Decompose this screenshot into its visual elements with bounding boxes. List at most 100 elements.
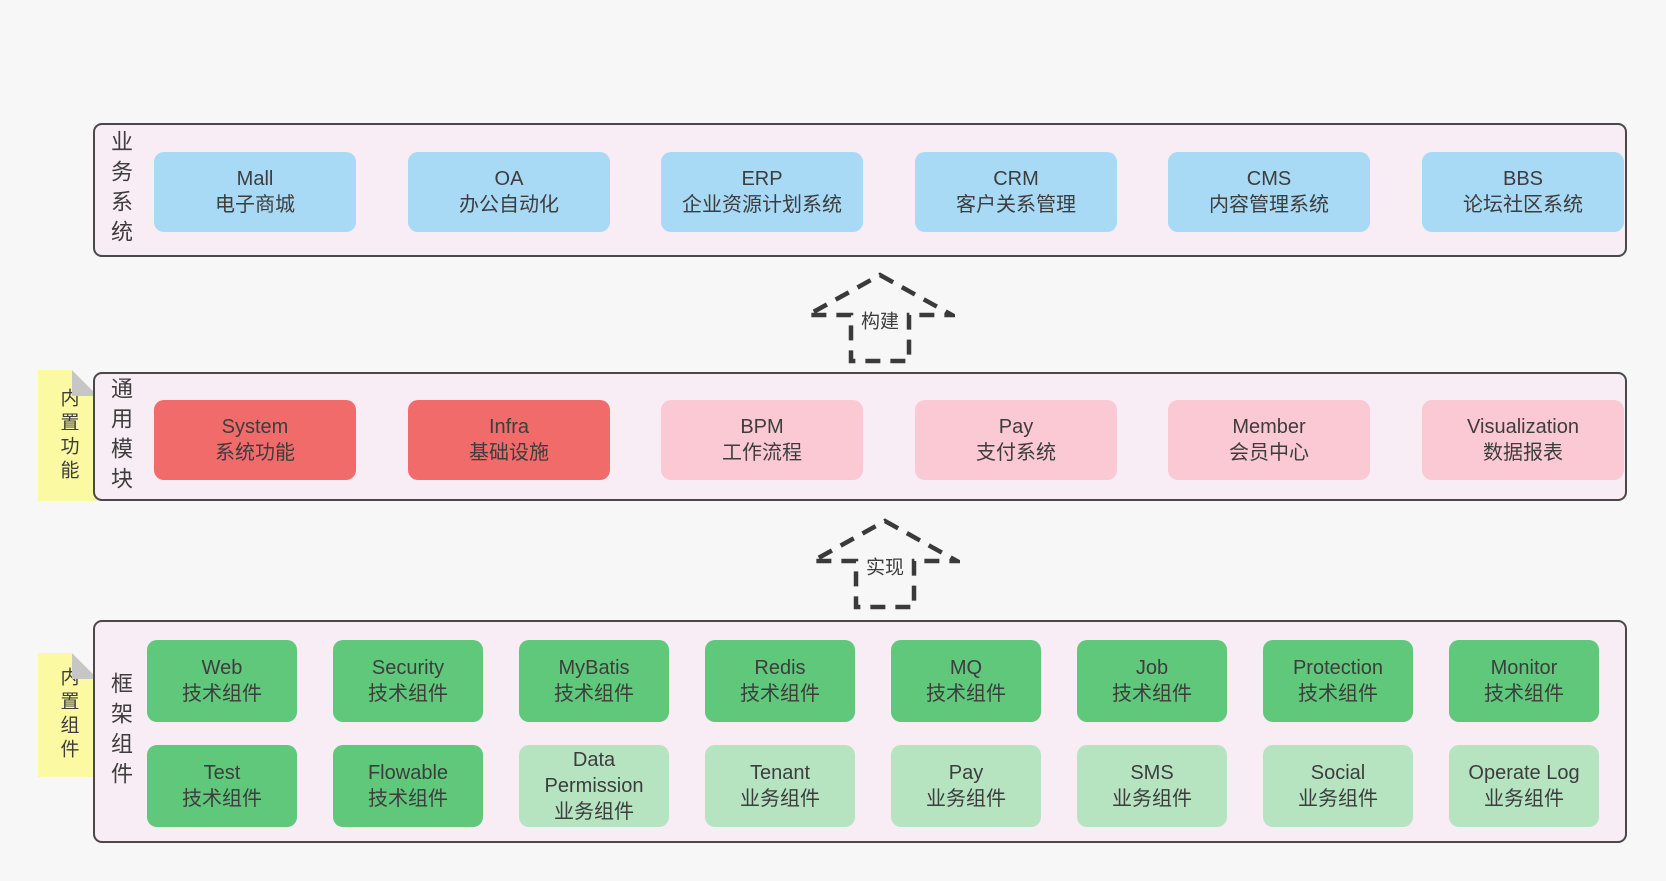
box-mq: MQ 技术组件 [891, 640, 1041, 722]
box-subtitle: 工作流程 [722, 442, 802, 464]
box-bpm: BPM 工作流程 [661, 400, 863, 480]
box-title: Infra [488, 416, 530, 438]
up-arrow-icon [810, 518, 960, 610]
box-protection: Protection 技术组件 [1263, 640, 1413, 722]
layer-label-wrap: 通用模块 [101, 374, 139, 499]
box-title: Test [203, 762, 241, 784]
box-subtitle: 内容管理系统 [1209, 194, 1329, 216]
box-social: Social 业务组件 [1263, 745, 1413, 827]
box-subtitle: 技术组件 [1112, 683, 1192, 705]
box-title: Protection [1292, 657, 1384, 679]
box-subtitle: 技术组件 [1298, 683, 1378, 705]
layer-label-wrap: 业务系统 [101, 125, 139, 255]
box-title: BPM [740, 416, 784, 438]
box-oa: OA 办公自动化 [408, 152, 610, 232]
layer-label: 通用模块 [108, 376, 133, 497]
box-title: ERP [741, 168, 783, 190]
box-title: Job [1135, 657, 1169, 679]
box-tenant: Tenant 业务组件 [705, 745, 855, 827]
box-title: Pay [998, 416, 1034, 438]
box-subtitle: 论坛社区系统 [1463, 194, 1583, 216]
box-subtitle: 技术组件 [1484, 683, 1564, 705]
box-title: System [221, 416, 289, 438]
box-data-permission: Data Permission 业务组件 [519, 745, 669, 827]
box-subtitle: 业务组件 [926, 788, 1006, 810]
box-visualization: Visualization 数据报表 [1422, 400, 1624, 480]
box-subtitle: 技术组件 [740, 683, 820, 705]
box-subtitle: 客户关系管理 [956, 194, 1076, 216]
box-subtitle: 系统功能 [215, 442, 295, 464]
box-subtitle: 业务组件 [740, 788, 820, 810]
layer-label-wrap: 框架组件 [101, 622, 139, 841]
box-test: Test 技术组件 [147, 745, 297, 827]
layer-framework-components: 框架组件 Web 技术组件 Security 技术组件 MyBatis 技术组件… [93, 620, 1627, 843]
sticky-note-built-in-features: 内置功能 [38, 370, 98, 501]
box-title: Tenant [749, 762, 811, 784]
box-subtitle: 技术组件 [554, 683, 634, 705]
box-title: Pay [948, 762, 984, 784]
box-subtitle: 技术组件 [368, 788, 448, 810]
box-redis: Redis 技术组件 [705, 640, 855, 722]
sticky-note-built-in-components: 内置组件 [38, 653, 98, 777]
arrow-label: 实现 [863, 552, 907, 580]
box-monitor: Monitor 技术组件 [1449, 640, 1599, 722]
box-flowable: Flowable 技术组件 [333, 745, 483, 827]
box-title: SMS [1130, 762, 1174, 784]
box-mybatis: MyBatis 技术组件 [519, 640, 669, 722]
box-title: MQ [949, 657, 983, 679]
box-title: Member [1232, 416, 1306, 438]
box-title: Operate Log [1468, 762, 1580, 784]
box-operate-log: Operate Log 业务组件 [1449, 745, 1599, 827]
box-title: OA [494, 168, 524, 190]
box-infra: Infra 基础设施 [408, 400, 610, 480]
box-title: MyBatis [558, 657, 630, 679]
layer-business-systems: 业务系统 Mall 电子商城 OA 办公自动化 ERP 企业资源计划系统 CRM… [93, 123, 1627, 257]
box-title: BBS [1502, 168, 1544, 190]
box-subtitle: 数据报表 [1483, 442, 1563, 464]
box-title: Mall [236, 168, 274, 190]
box-subtitle: 业务组件 [1298, 788, 1378, 810]
box-subtitle: 业务组件 [554, 801, 634, 823]
box-subtitle: 支付系统 [976, 442, 1056, 464]
box-web: Web 技术组件 [147, 640, 297, 722]
box-title: Monitor [1490, 657, 1558, 679]
box-title: Visualization [1467, 416, 1579, 438]
implement-arrow: 实现 [810, 518, 960, 610]
box-job: Job 技术组件 [1077, 640, 1227, 722]
box-title: Social [1310, 762, 1366, 784]
box-title: Flowable [367, 762, 449, 784]
box-title: Data Permission [544, 749, 644, 797]
box-subtitle: 业务组件 [1112, 788, 1192, 810]
box-cms: CMS 内容管理系统 [1168, 152, 1370, 232]
box-security: Security 技术组件 [333, 640, 483, 722]
box-title: CRM [993, 168, 1039, 190]
sticky-note-text: 内置功能 [57, 387, 79, 484]
box-bbs: BBS 论坛社区系统 [1422, 152, 1624, 232]
layer-common-modules: 通用模块 System 系统功能 Infra 基础设施 BPM 工作流程 Pay… [93, 372, 1627, 501]
box-subtitle: 会员中心 [1229, 442, 1309, 464]
box-title: Security [371, 657, 445, 679]
layer-label: 框架组件 [108, 671, 133, 792]
box-subtitle: 技术组件 [182, 788, 262, 810]
box-subtitle: 技术组件 [926, 683, 1006, 705]
box-erp: ERP 企业资源计划系统 [661, 152, 863, 232]
box-subtitle: 基础设施 [469, 442, 549, 464]
box-pay-component: Pay 业务组件 [891, 745, 1041, 827]
box-subtitle: 企业资源计划系统 [682, 194, 842, 216]
sticky-note-text: 内置组件 [57, 667, 79, 763]
up-arrow-icon [805, 272, 955, 364]
box-subtitle: 业务组件 [1484, 788, 1564, 810]
box-sms: SMS 业务组件 [1077, 745, 1227, 827]
box-pay-module: Pay 支付系统 [915, 400, 1117, 480]
box-member: Member 会员中心 [1168, 400, 1370, 480]
arrow-label: 构建 [858, 306, 902, 334]
box-title: CMS [1246, 168, 1292, 190]
box-title: Redis [754, 657, 806, 679]
box-subtitle: 技术组件 [368, 683, 448, 705]
box-title: Web [201, 657, 243, 679]
box-crm: CRM 客户关系管理 [915, 152, 1117, 232]
box-subtitle: 电子商城 [215, 194, 295, 216]
build-arrow: 构建 [805, 272, 955, 364]
box-mall: Mall 电子商城 [154, 152, 356, 232]
